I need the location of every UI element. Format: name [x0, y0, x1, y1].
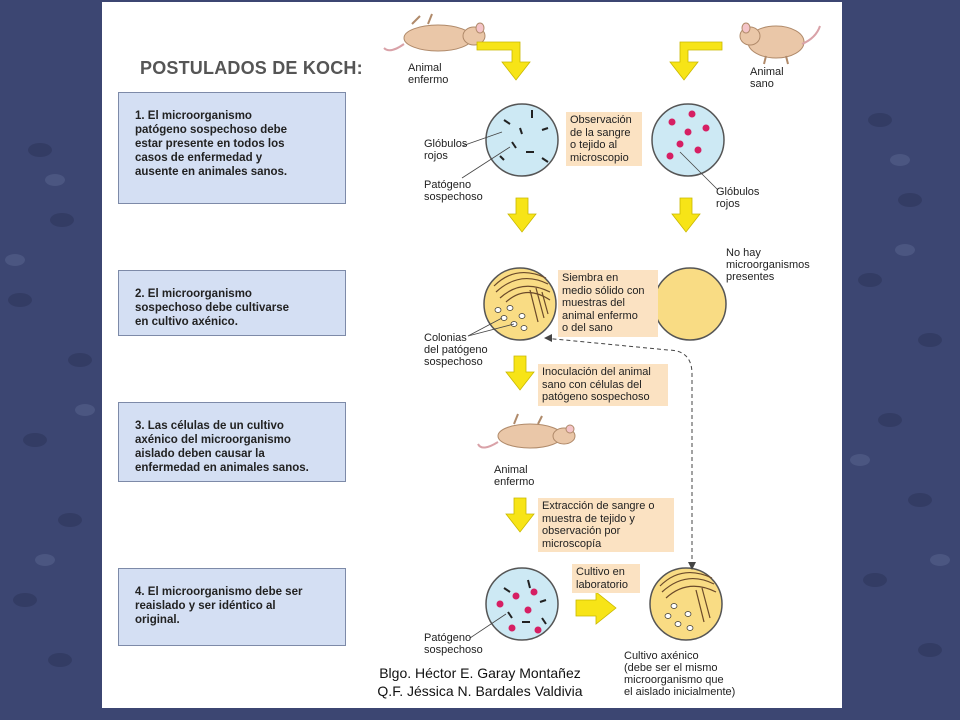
note-lab-culture: Cultivo en laboratorio [572, 564, 640, 593]
postulate-4-box: 4. El microorganismo debe ser reaislado … [118, 568, 346, 646]
label-healthy-animal: Animal sano [750, 66, 784, 90]
postulate-1-box: 1. El microorganismo patógeno sospechoso… [118, 92, 346, 204]
empty-culture-dish [653, 267, 727, 341]
label-axenic-culture: Cultivo axénico (debe ser el mismo micro… [624, 650, 736, 698]
blood-sample-sick-dish [461, 103, 559, 179]
note-inoculation: Inoculación del animal sano con células … [538, 364, 668, 406]
arrow-down-icon [671, 197, 701, 233]
note-blood-observation: Observación de la sangre o tejido al mic… [566, 112, 642, 166]
arrow-bent-left-icon [476, 41, 531, 81]
label-red-cells-right: Glóbulos rojos [716, 186, 760, 210]
note-solid-medium: Siembra en medio sólido con muestras del… [558, 270, 658, 337]
sick-mouse-icon [383, 13, 486, 52]
arrow-bent-right-icon [669, 41, 723, 81]
reisolated-sample-dish [469, 567, 559, 641]
arrow-down-icon [505, 355, 535, 391]
diagram-title: POSTULADOS DE KOCH: [140, 58, 363, 78]
note-extraction: Extracción de sangre o muestra de tejido… [538, 498, 674, 552]
arrow-right-icon [575, 591, 617, 625]
postulate-3-box: 3. Las células de un cultivo axénico del… [118, 402, 346, 482]
colony-culture-dish [467, 267, 557, 341]
healthy-mouse-icon [739, 22, 821, 65]
koch-flow-artwork [383, 13, 821, 641]
diagram-sheet: POSTULADOS DE KOCH: 1. El microorganismo… [102, 2, 842, 708]
credit-line-2: Q.F. Jéssica N. Bardales Valdivia [377, 683, 583, 699]
credit-line-1: Blgo. Héctor E. Garay Montañez [379, 665, 581, 681]
blood-sample-healthy-dish [651, 103, 725, 191]
axenic-culture-dish [649, 567, 723, 641]
arrow-down-icon [505, 497, 535, 533]
label-sick-animal-2: Animal enfermo [494, 464, 535, 488]
label-suspect-pathogen-2: Patógeno sospechoso [424, 632, 483, 656]
label-red-cells-left: Glóbulos rojos [424, 138, 468, 162]
dashed-return-arrow-icon [543, 334, 696, 570]
postulate-2-box: 2. El microorganismo sospechoso debe cul… [118, 270, 346, 336]
label-sick-animal: Animal enfermo [408, 62, 449, 86]
label-no-microbes: No hay microorganismos presentes [726, 247, 810, 283]
label-colonies: Colonias del patógeno sospechoso [424, 332, 488, 368]
arrow-down-icon [507, 197, 537, 233]
label-suspect-pathogen-1: Patógeno sospechoso [424, 179, 483, 203]
inoculated-mouse-icon [477, 413, 576, 449]
